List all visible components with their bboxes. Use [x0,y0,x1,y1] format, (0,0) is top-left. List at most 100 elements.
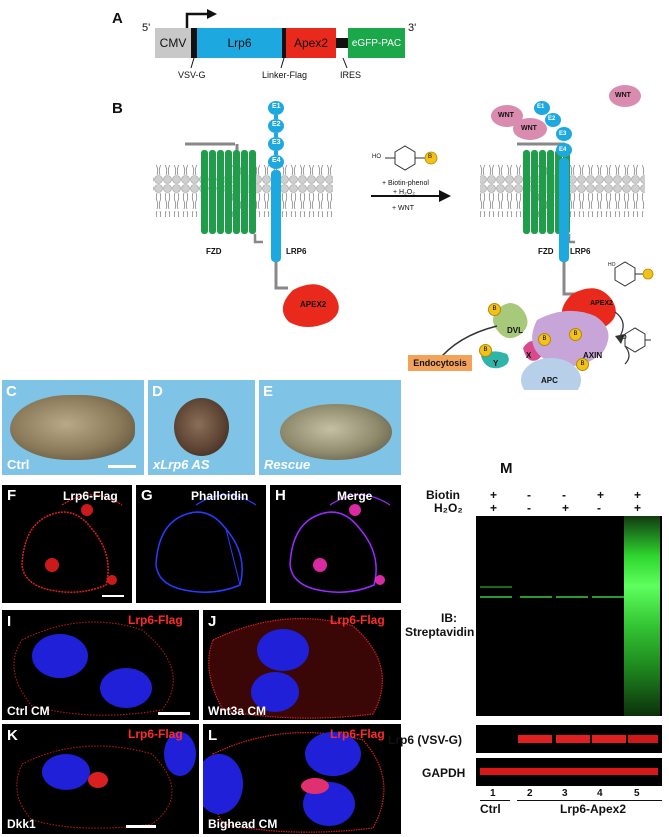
panel-h-letter: H [275,487,286,504]
left-apex2-label: APEX2 [300,300,327,309]
endocytosis-box: Endocytosis [408,355,472,371]
lrp6-band-3 [556,735,590,743]
h2o2-sign: - [597,501,601,515]
streptavidin-blot [476,516,662,716]
gapdh-blot [476,758,662,786]
lrp6-flag-cells [21,494,123,593]
ctrl-group-label: Ctrl [480,802,501,816]
panel-l-letter: L [208,727,218,744]
panel-g-letter: G [141,487,153,504]
blot-band-4 [556,596,588,598]
l-tag: Lrp6-Flag [330,727,385,741]
lane-number: 4 [597,788,603,799]
y-label: Y [493,359,499,368]
right-lrp6-label: LRP6 [570,247,591,256]
bighead-cm-cells [203,732,385,833]
left-fzd [185,142,263,244]
right-lrp6 [534,101,576,296]
e3-label: E3 [272,139,281,146]
right-ho-label: HO [608,262,616,268]
cmv-block: CMV [155,28,191,58]
linker-label: Linker-Flag [262,70,308,80]
lane-number: 3 [562,788,568,799]
egfp-block: eGFP-PAC [348,28,405,58]
biotin-sign: - [562,488,566,502]
left-lrp6 [268,101,288,290]
panel-k [2,724,199,834]
wnt-label-1: WNT [498,112,514,119]
right-e2-label: E2 [548,116,556,122]
ib-label: IB: [441,611,457,625]
merge-cells [289,494,391,593]
ctrl-label: Ctrl [7,457,30,472]
embryo-ctrl [10,395,135,460]
g-label: Phalloidin [191,489,249,503]
panel-a-letter: A [112,10,123,27]
biotin-phenol-label: + Biotin-phenol [382,180,429,187]
left-apex2 [282,284,339,327]
h2o2-sign: - [527,501,531,515]
wnt-blob-1 [491,105,523,127]
ctrl-bracket [480,800,510,801]
h-label: Merge [337,489,373,503]
apc-biotin-tag: B [576,358,589,371]
right-apex2-label: APEX2 [590,300,613,307]
scale-bar-i [158,712,190,715]
panel-l [203,724,401,834]
l-cond: Bighead CM [208,817,278,831]
left-lrp6-label: LRP6 [286,247,307,256]
apc-shape [521,358,581,390]
vsvg-marker [191,28,197,58]
pathway-diagram [153,85,654,390]
lrp6-block: Lrp6 [197,28,282,58]
panel-g [136,485,266,603]
panel-d-letter: D [152,383,163,400]
biotin-sign: + [490,488,498,502]
embryo-as [174,398,229,456]
ctrl-cm-cells [13,621,174,716]
panel-j [203,610,401,720]
panel-h [270,485,401,603]
blot-band-5 [592,596,624,598]
h2o2-sign: + [490,501,498,515]
right-e4-label: E4 [559,147,567,153]
ires-bar [336,38,348,48]
rescue-label: Rescue [264,457,311,472]
lrp6-band-2 [518,735,552,743]
wnt-label-3: WNT [521,125,537,132]
i-tag: Lrp6-Flag [128,613,183,627]
vsvg-label: VSV-G [178,70,206,80]
radical-o-label: O [622,335,627,341]
biotin-sign: + [634,488,642,502]
left-biotin-b: B [428,154,433,160]
apex2-block: Apex2 [286,28,336,58]
e2-label: E2 [272,121,281,128]
as-label: xLrp6 AS [153,457,210,472]
gapdh-band [480,768,658,775]
promoter-arrow [185,9,217,28]
left-fzd-label: FZD [206,247,222,256]
k-cond: Dkk1 [7,817,36,831]
h2o2-label: + H₂O₂ [393,189,415,196]
left-ho-label: HO [372,154,381,160]
wnt3a-cm-cells [208,618,383,719]
scale-bar-f [102,595,124,597]
h2o2-sign: + [562,501,570,515]
construct-group-label: Lrp6-Apex2 [560,802,627,816]
h2o2-row-label: H₂O₂ [434,501,463,515]
biotin-row-label: Biotin [426,488,460,502]
panel-a-leader-lines [190,57,348,69]
wnt-label-2: WNT [615,92,631,99]
panel-f [2,485,132,603]
axin-biotin-tag: B [569,328,582,341]
right-e1-label: E1 [537,104,545,110]
construct-bracket [517,800,662,801]
biotin-sign: - [527,488,531,502]
phalloidin-cells [155,494,257,593]
linker-marker [282,28,286,58]
axin-label: AXIN [583,351,603,360]
x-label: X [526,351,532,360]
dvl-label: DVL [507,326,523,335]
panel-b-letter: B [112,100,123,117]
dvl-shape [493,303,528,339]
